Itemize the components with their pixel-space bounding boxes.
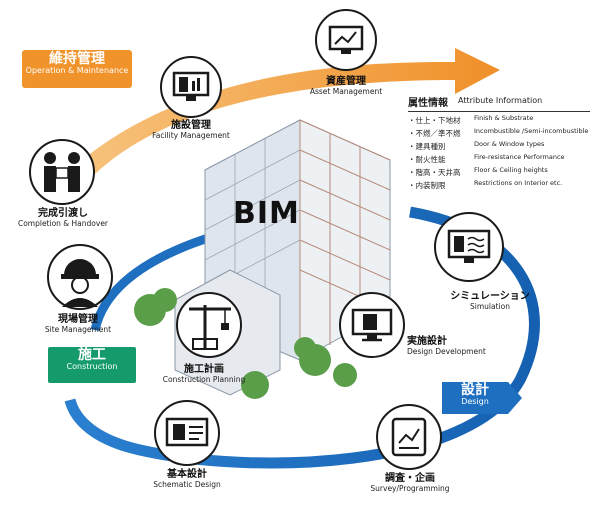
design-badge-bg [442, 382, 522, 414]
stage-survey-en: Survey/Programming [370, 483, 450, 493]
attribute-header: 属性情報 Attribute Information [408, 94, 590, 112]
stage-site-en: Site Management [44, 324, 112, 334]
stage-facility: 施設管理 Facility Management [141, 120, 241, 140]
stage-simulation: シミュレーション Simulation [430, 291, 550, 311]
stage-schematic: 基本設計 Schematic Design [137, 469, 237, 489]
attribute-row-jp: ・耐火性能 [408, 155, 446, 164]
stage-planning-en: Construction Planning [162, 374, 246, 384]
stage-site: 現場管理 Site Management [28, 314, 128, 334]
stage-facility-jp: 施設管理 [171, 120, 211, 131]
stage-asset-jp: 資産管理 [326, 76, 366, 87]
icon-asset [315, 9, 377, 71]
icon-handover [29, 139, 95, 205]
bim-center-title: BIM [233, 196, 300, 231]
attribute-title-jp: 属性情報 [408, 98, 448, 109]
maintenance-badge-bg [22, 50, 132, 88]
icon-development [339, 292, 405, 358]
stage-simulation-jp: シミュレーション [450, 291, 530, 302]
stage-development-jp: 実施設計 [407, 336, 447, 347]
stage-schematic-en: Schematic Design [153, 479, 221, 489]
attribute-row: ・建具種別 Door & Window types [408, 140, 590, 152]
attribute-row-jp: ・階高・天井高 [408, 168, 461, 177]
trees-decoration [134, 288, 357, 399]
phase-design: 設計 Design [444, 382, 506, 407]
stage-simulation-en: Simulation [470, 301, 510, 311]
stage-development-en: Design Development [407, 346, 486, 356]
attribute-row-en: Restrictions on Interior etc. [474, 179, 563, 187]
phase-construction: 施工 Construction [48, 347, 136, 372]
attribute-information-panel: 属性情報 Attribute Information ・仕上・下地材 Finis… [408, 94, 590, 193]
stage-development: 実施設計 Design Development [407, 336, 517, 356]
attribute-title-en: Attribute Information [458, 96, 543, 105]
stage-schematic-jp: 基本設計 [167, 469, 207, 480]
icon-survey [376, 404, 442, 470]
attribute-row-jp: ・不燃／準不燃 [408, 129, 461, 138]
stage-handover-en: Completion & Handover [17, 218, 109, 228]
attribute-row-en: Floor & Ceiling heights [474, 166, 548, 174]
stage-handover: 完成引渡し Completion & Handover [8, 208, 118, 228]
stage-planning: 施工計画 Construction Planning [149, 364, 259, 384]
phase-design-en: Design [461, 397, 489, 407]
stage-asset: 資産管理 Asset Management [296, 76, 396, 96]
icon-planning [176, 292, 242, 358]
attribute-row-en: Fire-resistance Performance [474, 153, 565, 161]
phase-maintenance-en: Operation & Maintenance [25, 66, 129, 76]
attribute-row: ・仕上・下地材 Finish & Substrate [408, 114, 590, 126]
attribute-row-jp: ・建具種別 [408, 142, 446, 151]
stage-survey-jp: 調査・企画 [385, 473, 435, 484]
phase-maintenance: 維持管理 Operation & Maintenance [22, 51, 132, 76]
attribute-row-jp: ・内装制限 [408, 181, 446, 190]
maintenance-arrow [58, 48, 500, 190]
phase-design-jp: 設計 [461, 382, 489, 398]
attribute-row-en: Finish & Substrate [474, 114, 534, 122]
icon-facility [160, 56, 222, 118]
construction-badge-bg [48, 347, 136, 383]
phase-maintenance-jp: 維持管理 [49, 51, 105, 67]
stage-handover-jp: 完成引渡し [38, 208, 88, 219]
icon-schematic [154, 400, 220, 466]
stage-planning-jp: 施工計画 [184, 364, 224, 375]
icon-simulation [434, 212, 504, 282]
icon-site [47, 244, 113, 310]
attribute-row: ・階高・天井高 Floor & Ceiling heights [408, 166, 590, 178]
attribute-row: ・不燃／準不燃 Incombustible /Semi-incombustibl… [408, 127, 590, 139]
stage-survey: 調査・企画 Survey/Programming [355, 473, 465, 493]
attribute-row-en: Door & Window types [474, 140, 545, 148]
phase-construction-en: Construction [66, 362, 118, 372]
stage-asset-en: Asset Management [309, 86, 383, 96]
attribute-row: ・内装制限 Restrictions on Interior etc. [408, 179, 590, 191]
attribute-row-jp: ・仕上・下地材 [408, 116, 461, 125]
attribute-row-en: Incombustible /Semi-incombustible [474, 127, 589, 135]
phase-construction-jp: 施工 [78, 347, 106, 363]
attribute-row: ・耐火性能 Fire-resistance Performance [408, 153, 590, 165]
stage-facility-en: Facility Management [152, 130, 230, 140]
stage-site-jp: 現場管理 [58, 314, 98, 325]
